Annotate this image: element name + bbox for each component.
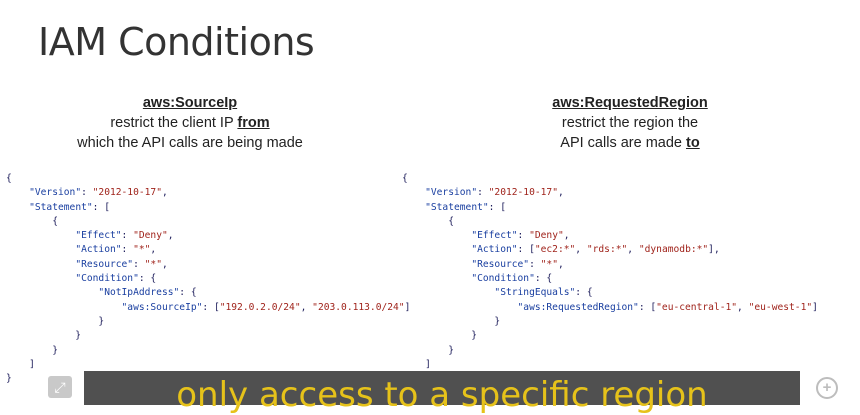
source-ip-desc-line2: which the API calls are being made bbox=[77, 135, 303, 151]
source-ip-code-line: "Condition": { bbox=[75, 273, 157, 285]
slide-title: IAM Conditions bbox=[38, 20, 315, 64]
requested-region-code-line: { bbox=[402, 215, 454, 227]
source-ip-code-line: "NotIpAddress": { bbox=[98, 287, 197, 299]
plus-circle-icon[interactable]: + bbox=[816, 377, 838, 399]
source-ip-code-line: "Resource": "*", bbox=[75, 258, 168, 270]
requested-region-code-line: } bbox=[402, 344, 454, 356]
caption-text: only access to a specific region bbox=[176, 375, 708, 415]
requested-region-code-line: "aws:RequestedRegion": ["eu-central-1", … bbox=[517, 301, 818, 313]
source-ip-code-line: ] bbox=[6, 358, 35, 370]
source-ip-desc-line1: restrict the client IP from bbox=[40, 113, 340, 133]
source-ip-code-line: } bbox=[6, 330, 82, 342]
source-ip-desc-emphasis: from bbox=[237, 115, 270, 131]
requested-region-desc-emphasis: to bbox=[686, 135, 700, 151]
source-ip-code-line: } bbox=[6, 373, 12, 385]
requested-region-code-line: "Statement": [ bbox=[425, 201, 506, 213]
source-ip-policy-code: { "Version": "2012-10-17", "Statement": … bbox=[6, 172, 411, 386]
expand-icon[interactable]: ⤢ bbox=[48, 376, 72, 398]
requested-region-policy-code: { "Version": "2012-10-17", "Statement": … bbox=[402, 172, 842, 386]
requested-region-code-line: "Resource": "*", bbox=[471, 258, 564, 270]
requested-region-code-line: } bbox=[402, 315, 501, 327]
requested-region-desc-line2: API calls are made to bbox=[480, 133, 780, 153]
source-ip-code-line: } bbox=[6, 315, 105, 327]
source-ip-code-line: "Statement": [ bbox=[29, 201, 110, 213]
requested-region-code-line: "Version": "2012-10-17", bbox=[425, 187, 564, 199]
source-ip-code-line: "Version": "2012-10-17", bbox=[29, 187, 168, 199]
requested-region-code-line: "Action": ["ec2:*", "rds:*", "dynamodb:*… bbox=[471, 244, 720, 256]
requested-region-code-line: "Condition": { bbox=[471, 273, 553, 285]
source-ip-heading-block: aws:SourceIp restrict the client IP from… bbox=[40, 93, 340, 153]
source-ip-code-line: "aws:SourceIp": ["192.0.2.0/24", "203.0.… bbox=[121, 301, 411, 313]
caption-bar: only access to a specific region bbox=[84, 371, 800, 415]
requested-region-desc-line1: restrict the region the bbox=[561, 115, 699, 131]
requested-region-code-line: "Effect": "Deny", bbox=[471, 230, 570, 242]
source-ip-code-line: } bbox=[6, 344, 58, 356]
source-ip-code-line: { bbox=[6, 173, 12, 184]
requested-region-code-line: "StringEquals": { bbox=[494, 287, 593, 299]
requested-region-desc-text: API calls are made bbox=[560, 135, 687, 151]
requested-region-code-line: ] bbox=[402, 358, 431, 370]
requested-region-heading-block: aws:RequestedRegion restrict the region … bbox=[480, 93, 780, 153]
source-ip-code-line: { bbox=[6, 215, 58, 227]
requested-region-code-line: { bbox=[402, 173, 408, 184]
source-ip-code-line: "Effect": "Deny", bbox=[75, 230, 174, 242]
source-ip-heading: aws:SourceIp bbox=[142, 95, 238, 111]
requested-region-heading: aws:RequestedRegion bbox=[552, 95, 708, 111]
source-ip-desc-text: restrict the client IP bbox=[110, 115, 238, 131]
source-ip-code-line: "Action": "*", bbox=[75, 244, 157, 256]
requested-region-code-line: } bbox=[402, 330, 478, 342]
